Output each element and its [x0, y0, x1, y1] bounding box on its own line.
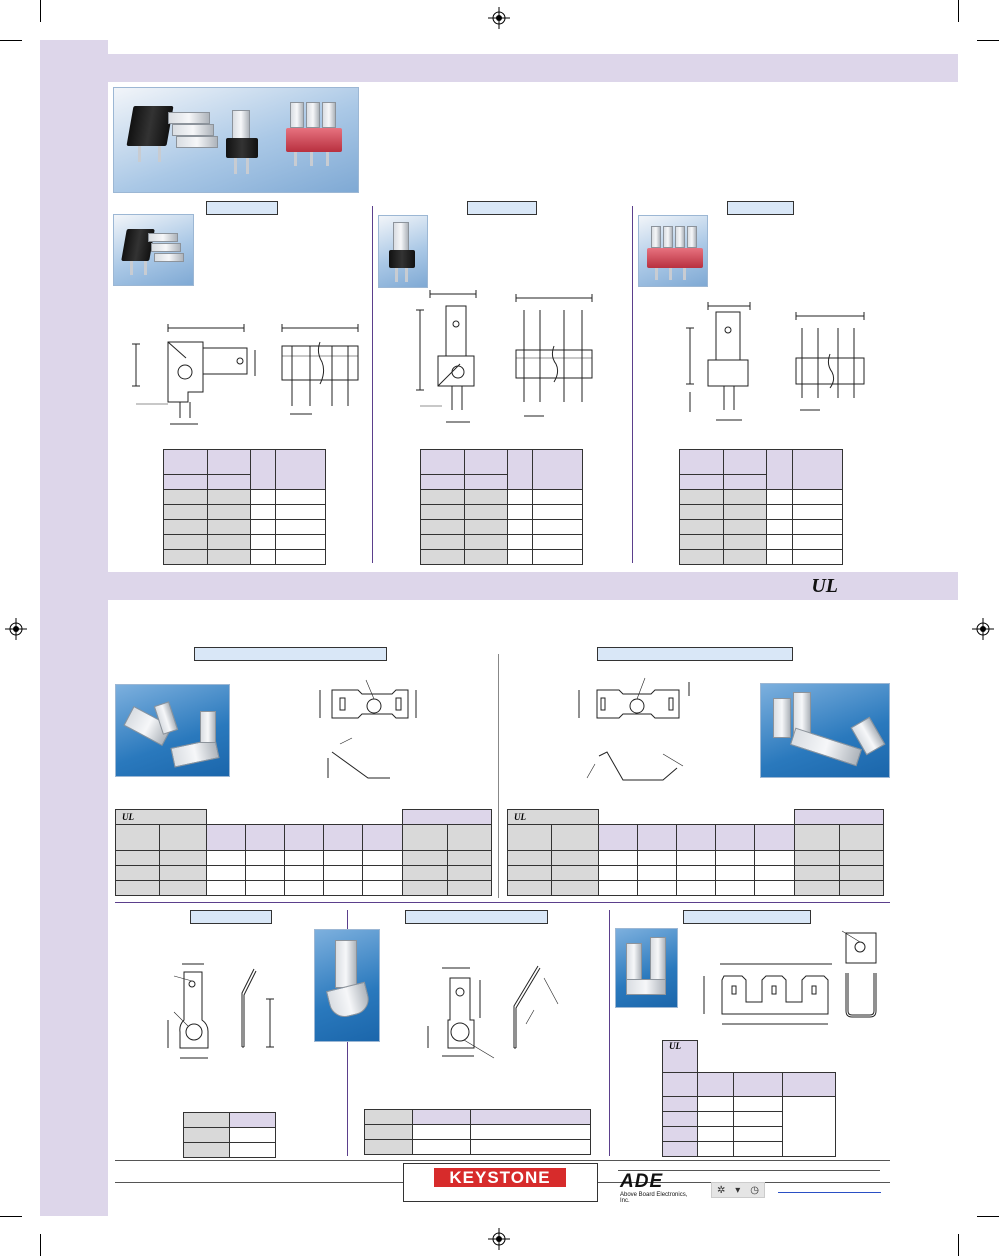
- ul-logo-small: UL: [514, 812, 526, 822]
- section-header-band: UL: [108, 572, 958, 600]
- column-divider: [632, 206, 633, 563]
- product-photo-right-angle: [113, 214, 194, 286]
- drawing-ring-tab-side: [241, 968, 274, 1048]
- product-label-box: [683, 910, 811, 924]
- clock-icon[interactable]: ◷: [750, 1184, 759, 1196]
- ade-logo-mark: ADE: [620, 1171, 664, 1192]
- crop-mark: [0, 40, 22, 41]
- cart-icon[interactable]: ▾: [735, 1184, 741, 1196]
- spec-table-right-angle: [163, 449, 326, 565]
- section-header-band: [108, 54, 958, 82]
- drawing-vertical-front: [515, 294, 593, 417]
- footer-rule: [115, 1182, 403, 1183]
- product-photo-multi-red: [638, 215, 708, 287]
- product-label-box: [190, 910, 272, 924]
- product-photo-ring-tab: [314, 929, 380, 1042]
- product-label-box: [727, 201, 794, 215]
- product-label-box: [194, 647, 387, 661]
- product-photo-tab-45: [115, 684, 230, 777]
- keystone-logo-box: KEYSTONE: [403, 1163, 598, 1202]
- column-divider: [609, 910, 610, 1156]
- crop-mark: [958, 0, 959, 22]
- column-divider: [372, 206, 373, 563]
- drawing-u-tab-end: [841, 930, 877, 1018]
- drawing-angle-tab-side: [513, 965, 559, 1049]
- ul-logo-small: UL: [669, 1041, 681, 1051]
- ul-logo-small: UL: [122, 812, 134, 822]
- keystone-logo: KEYSTONE: [434, 1168, 566, 1187]
- crop-mark: [40, 0, 41, 22]
- product-photo-vertical: [378, 215, 428, 288]
- row-divider: [115, 902, 890, 903]
- registration-target-icon: [488, 7, 510, 29]
- crop-mark: [0, 1216, 22, 1217]
- registration-target-icon: [972, 618, 994, 640]
- registration-target-icon: [488, 1228, 510, 1250]
- spec-table-vertical: [420, 449, 583, 565]
- drawing-vertical-side: [416, 290, 477, 423]
- spec-table-multi: [679, 449, 843, 565]
- crop-mark: [958, 1234, 959, 1256]
- product-photo-double-tab: [760, 683, 890, 778]
- drawing-double-tab-top: [578, 677, 690, 781]
- product-photo-hero: [113, 87, 359, 193]
- product-label-box: [206, 201, 278, 215]
- registration-target-icon: [5, 618, 27, 640]
- crop-mark: [40, 1234, 41, 1256]
- spec-table-tab-45: UL: [115, 809, 492, 896]
- ul-logo: UL: [811, 575, 838, 597]
- drawing-right-angle-side: [132, 324, 256, 425]
- drawing-multi-side: [686, 302, 751, 421]
- spec-table-ring-tab: [182, 1112, 276, 1158]
- drawing-right-angle-front: [281, 324, 359, 415]
- product-label-box: [467, 201, 537, 215]
- drawing-tab-45-top: [319, 679, 417, 779]
- website-link[interactable]: [778, 1192, 881, 1193]
- ade-tagline: Above Board Electronics, Inc.: [620, 1192, 688, 1204]
- left-side-band: [40, 40, 108, 1216]
- ade-logo: ADE Above Board Electronics, Inc.: [620, 1171, 695, 1205]
- product-label-box: [597, 647, 793, 661]
- crop-mark: [977, 1216, 999, 1217]
- footer-rule: [618, 1170, 880, 1171]
- footer-icon-strip: ✲ ▾ ◷: [711, 1182, 765, 1198]
- footer-rule: [115, 1160, 890, 1161]
- product-label-box: [405, 910, 548, 924]
- gear-icon[interactable]: ✲: [716, 1184, 726, 1196]
- drawing-u-tab-front: [703, 963, 832, 1025]
- spec-table-angle-tab: [364, 1109, 592, 1155]
- spec-table-double-tab: UL: [507, 809, 884, 896]
- product-photo-u-tab: [615, 928, 678, 1008]
- spec-table-u-tab: UL: [662, 1040, 836, 1157]
- drawing-angle-tab-front: [427, 967, 495, 1059]
- column-divider: [498, 654, 499, 898]
- crop-mark: [977, 40, 999, 41]
- drawing-ring-tab-front: [167, 963, 209, 1059]
- drawing-multi-front: [795, 312, 865, 411]
